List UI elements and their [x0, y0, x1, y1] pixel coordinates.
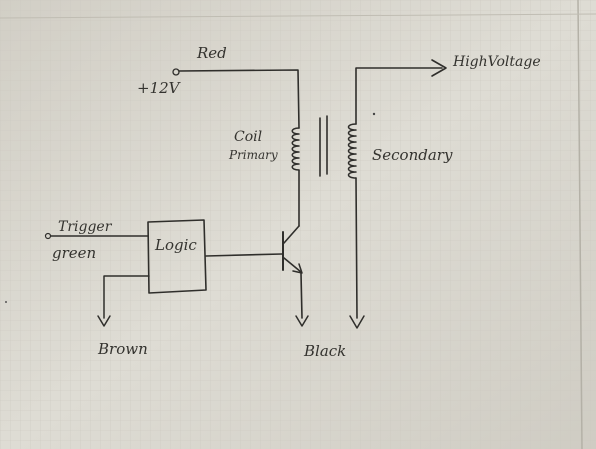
logic-label: Logic [154, 236, 197, 254]
coil-secondary [347, 59, 447, 329]
logic-block [44, 219, 283, 327]
hv-output-trace [355, 67, 443, 125]
secondary-ground-trace [355, 177, 358, 319]
page-margin-line [577, 0, 583, 449]
logic-box [147, 219, 207, 294]
emitter-ground-trace [300, 272, 303, 319]
logic-ground-symbol [97, 315, 111, 327]
pencil-dot [372, 112, 376, 116]
supply-trace [178, 69, 300, 129]
voltage-label: +12V [137, 79, 182, 97]
brown-wire-label: Brown [97, 340, 148, 358]
transistor [282, 225, 309, 327]
transformer-core [319, 115, 328, 177]
transistor-emitter [283, 257, 302, 273]
secondary-ground-symbol [349, 315, 365, 329]
logic-to-base-trace [205, 253, 283, 257]
red-wire-label: Red [196, 44, 227, 62]
logic-ground-trace [103, 275, 150, 319]
primary-winding [291, 127, 300, 171]
trigger-label: Trigger [58, 219, 113, 235]
coil-primary [291, 127, 300, 227]
hv-output-arrow [431, 59, 447, 77]
black-wire-label: Black [303, 342, 346, 360]
pencil-dot [5, 301, 7, 303]
coil-label: Coil [234, 129, 262, 145]
page-top-line [0, 13, 596, 19]
secondary-label: Secondary [372, 146, 453, 164]
supply-terminal [172, 68, 180, 76]
supply-wire [172, 68, 300, 129]
primary-label: Primary [228, 148, 278, 162]
secondary-winding [347, 123, 357, 179]
emitter-ground-symbol [295, 315, 309, 327]
emitter-arrow [292, 263, 303, 274]
transistor-collector [283, 225, 300, 244]
high-voltage-label: HighVoltage [452, 54, 541, 70]
green-wire-label: green [52, 244, 96, 262]
